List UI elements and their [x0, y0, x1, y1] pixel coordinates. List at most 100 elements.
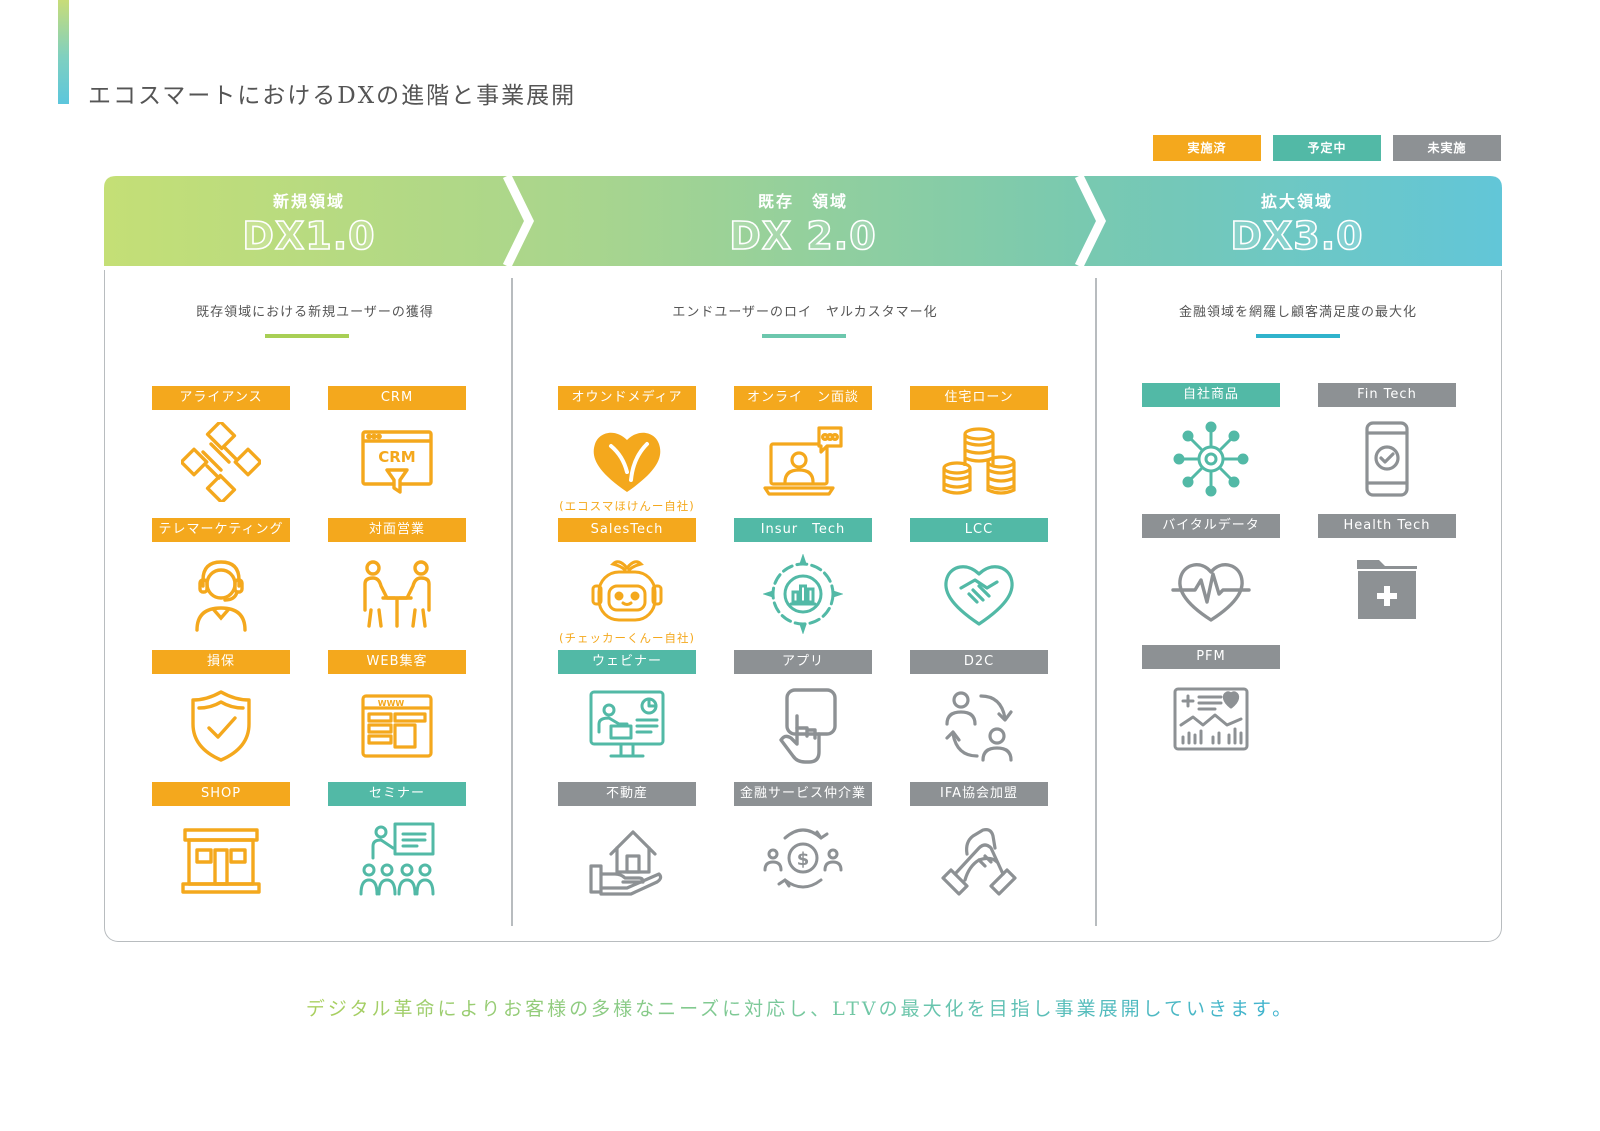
page-title: エコスマートにおけるDXの進階と事業展開: [88, 83, 577, 109]
item-lcc: LCC: [910, 518, 1048, 634]
item-shop: SHOP: [152, 782, 290, 898]
item-caption: (エコスマほけんー自社): [559, 499, 695, 513]
pfm-dashboard-icon: [1173, 687, 1249, 751]
item-non-life-insurance: 損保: [152, 650, 290, 766]
phase-1-subtitle: 既存領域における新規ユーザーの獲得: [196, 305, 434, 320]
finance-broker-icon: $: [763, 828, 843, 889]
phase-2-name: 既存 領域: [757, 192, 848, 211]
web-page-icon: WWW: [361, 694, 433, 758]
item-financial-broker: 金融サービス仲介業 $: [734, 782, 872, 898]
item-salestech: SalesTech (チェッカーくんー自社): [558, 518, 696, 646]
item-vital-data: バイタルデータ: [1142, 514, 1280, 630]
title-accent-bar: [58, 0, 69, 104]
item-label: Fin Tech: [1318, 383, 1456, 407]
item-label: CRM: [328, 386, 466, 410]
footer-message: デジタル革命によりお客様の多様なニーズに対応し、LTVの最大化を目指し事業展開し…: [0, 994, 1600, 1021]
item-label: IFA協会加盟: [910, 782, 1048, 806]
item-label: セミナー: [328, 782, 466, 806]
item-real-estate: 不動産: [558, 782, 696, 898]
online-meeting-icon: [763, 426, 843, 496]
item-label: テレマーケティング: [152, 518, 290, 542]
phase-2-subtitle: エンドユーザーのロイ ヤルカスタマー化: [672, 305, 938, 320]
item-healthtech: Health Tech: [1318, 514, 1456, 630]
phase-arrow-graphic: [104, 174, 1502, 268]
item-owned-media: オウンドメディア (エコスマほけんー自社): [558, 386, 696, 514]
phase-3-underline: [1256, 334, 1340, 338]
item-alliance: アライアンス: [152, 386, 290, 502]
medical-folder-icon: [1356, 560, 1418, 621]
coin-stacks-icon: [942, 427, 1016, 495]
item-label: Health Tech: [1318, 514, 1456, 538]
item-telemarketing: テレマーケティング: [152, 518, 290, 634]
item-label: 損保: [152, 650, 290, 674]
heart-pulse-icon: [1171, 563, 1251, 622]
item-caption: (チェッカーくんー自社): [559, 631, 695, 645]
column-divider-1: [511, 278, 513, 926]
insurtech-gear-icon: [763, 554, 843, 634]
legend-done: 実施済: [1153, 135, 1261, 161]
item-app: アプリ: [734, 650, 872, 766]
item-web-marketing: WEB集客 WWW: [328, 650, 466, 766]
item-own-products: 自社商品: [1142, 383, 1280, 499]
network-hub-icon: [1173, 421, 1249, 497]
legend-not-done: 未実施: [1393, 135, 1501, 161]
item-label: オウンドメディア: [558, 386, 696, 410]
phase-3-name: 拡大領域: [1260, 192, 1333, 211]
item-pfm: PFM: [1142, 645, 1280, 761]
shop-icon: [181, 828, 261, 894]
item-housing-loan: 住宅ローン: [910, 386, 1048, 502]
crm-funnel-icon: CRM: [361, 430, 433, 494]
phase-3-code: DX3.0: [1230, 214, 1364, 258]
handshake-hands-icon: [181, 422, 261, 502]
item-label: LCC: [910, 518, 1048, 542]
item-label: ウェビナー: [558, 650, 696, 674]
phase-1-underline: [265, 334, 349, 338]
d2c-exchange-icon: [945, 691, 1013, 762]
item-label: バイタルデータ: [1142, 514, 1280, 538]
item-label: 自社商品: [1142, 383, 1280, 407]
house-hand-icon: [589, 830, 663, 896]
svg-text:CRM: CRM: [378, 448, 416, 466]
phase-3-header: 拡大領域 DX3.0: [1092, 176, 1502, 266]
phase-1-header: 新規領域 DX1.0: [104, 176, 514, 266]
shield-check-icon: [191, 690, 251, 762]
item-d2c: D2C: [910, 650, 1048, 766]
phase-2-code: DX 2.0: [728, 214, 877, 258]
item-crm: CRM CRM: [328, 386, 466, 502]
item-label: 不動産: [558, 782, 696, 806]
item-face-to-face: 対面営業: [328, 518, 466, 634]
item-label: オンライ ン面談: [734, 386, 872, 410]
owned-media-heart-icon: [593, 432, 661, 492]
item-seminar: セミナー: [328, 782, 466, 898]
phase-banner: 新規領域 DX1.0 既存 領域 DX 2.0 拡大領域 DX3.0: [104, 174, 1502, 268]
webinar-monitor-icon: [589, 690, 665, 758]
headset-operator-icon: [195, 560, 247, 632]
face-to-face-icon: [363, 560, 431, 628]
item-label: D2C: [910, 650, 1048, 674]
item-label: 対面営業: [328, 518, 466, 542]
legend-planned: 予定中: [1273, 135, 1381, 161]
svg-text:$: $: [797, 849, 810, 870]
phase-2-underline: [762, 334, 846, 338]
item-label: SalesTech: [558, 518, 696, 542]
heart-handshake-icon: [944, 565, 1014, 626]
item-label: アプリ: [734, 650, 872, 674]
item-ifa-association: IFA協会加盟: [910, 782, 1048, 898]
phase-panel: [104, 270, 1502, 942]
item-insurtech: Insur Tech: [734, 518, 872, 634]
item-label: WEB集客: [328, 650, 466, 674]
item-label: 金融サービス仲介業: [734, 782, 872, 806]
item-label: SHOP: [152, 782, 290, 806]
item-label: アライアンス: [152, 386, 290, 410]
phase-2-header: 既存 領域 DX 2.0: [514, 176, 1092, 266]
firm-handshake-icon: [941, 828, 1017, 896]
phase-1-code: DX1.0: [242, 214, 376, 258]
item-fintech: Fin Tech: [1318, 383, 1456, 499]
robot-mascot-icon: [591, 560, 663, 622]
app-touch-icon: [779, 688, 837, 764]
item-label: PFM: [1142, 645, 1280, 669]
item-webinar: ウェビナー: [558, 650, 696, 766]
svg-text:WWW: WWW: [378, 699, 405, 708]
column-divider-2: [1095, 278, 1097, 926]
phase-1-name: 新規領域: [272, 192, 345, 211]
